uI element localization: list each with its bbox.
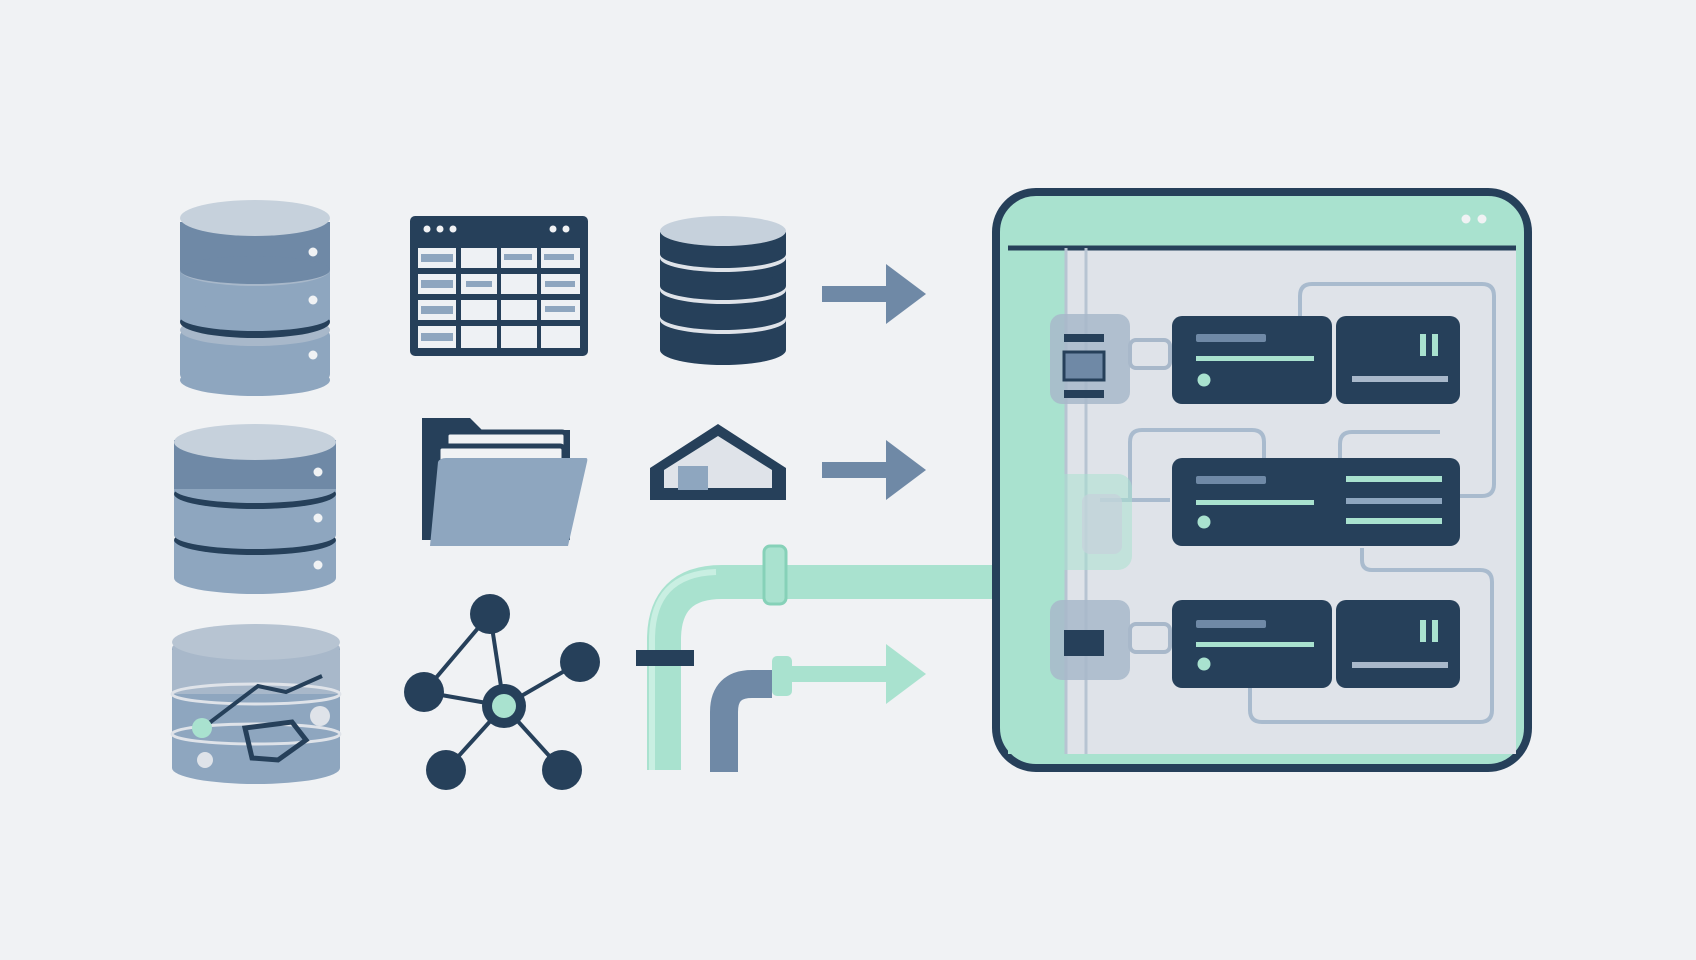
network-graph-icon (404, 594, 600, 790)
server-icon (1172, 316, 1460, 404)
arrow-right-icon (792, 644, 926, 704)
database-graph-icon (170, 624, 342, 784)
database-stack-icon (660, 216, 786, 365)
data-platform-window-icon (992, 188, 1532, 772)
warehouse-icon (650, 424, 786, 500)
server-icon (1172, 458, 1460, 546)
database-icon (174, 424, 336, 594)
spreadsheet-icon (410, 216, 588, 356)
database-icon (180, 200, 330, 396)
connector-top (1050, 314, 1172, 404)
connector-bottom (1050, 600, 1172, 680)
folder-icon (422, 418, 588, 546)
connector-middle (1046, 474, 1132, 570)
arrow-right-icon (822, 440, 926, 500)
server-icon (1172, 600, 1460, 688)
arrow-right-icon (822, 264, 926, 324)
